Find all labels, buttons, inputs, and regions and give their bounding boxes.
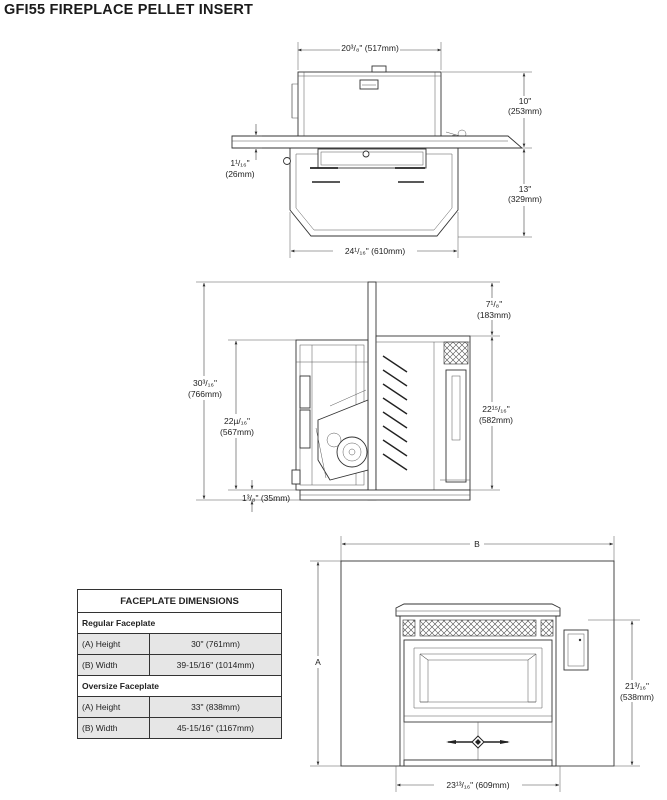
blower-wheel-icon xyxy=(336,436,368,468)
front-grille xyxy=(419,619,537,637)
row-value: 33" (838mm) xyxy=(148,696,283,718)
total-height-mm: (766mm) xyxy=(188,389,222,399)
front-view: B A xyxy=(310,536,656,792)
depth-front-inches: 13" xyxy=(519,184,531,194)
row-name: (B) Width xyxy=(77,654,150,676)
top-view: 20³/₈" (517mm) xyxy=(225,42,544,258)
front-door-top xyxy=(317,148,427,169)
top-width-label: 20³/₈" (517mm) xyxy=(341,43,399,53)
table-row: (B) Width 45-15/16" (1167mm) xyxy=(77,717,283,739)
depth-front-mm: (329mm) xyxy=(508,194,542,204)
front-top-cap xyxy=(395,603,561,617)
front-height-mm: (538mm) xyxy=(620,692,654,702)
control-diamond-icon xyxy=(471,735,485,749)
side-door-panel xyxy=(445,369,467,483)
front-height-inches: 21³/₁₆" xyxy=(625,681,649,691)
base-height-label: 1³/₈" (35mm) xyxy=(242,493,290,503)
total-height-inches: 30³/₁₆" xyxy=(193,378,217,388)
faceplate-dimensions-table: FACEPLATE DIMENSIONS Regular Faceplate (… xyxy=(77,589,283,739)
side-grille xyxy=(443,341,469,365)
side-view: 30³/₁₆" (766mm) 22µ/₁₆" (567mm) 1³/₈" (3… xyxy=(184,281,518,512)
front-height-mm: (582mm) xyxy=(479,415,513,425)
faceplate-width-letter: B xyxy=(474,539,480,549)
front-firebox-outline xyxy=(289,147,459,237)
faceplate-thickness-mm: (26mm) xyxy=(225,169,254,179)
front-bottom-width-label: 23¹³/₁₆" (609mm) xyxy=(446,780,509,790)
page-title: GFI55 FIREPLACE PELLET INSERT xyxy=(4,2,254,18)
front-width-label: 24¹/₁₆" (610mm) xyxy=(345,246,405,256)
row-value: 39-15/16" (1014mm) xyxy=(148,654,283,676)
front-door xyxy=(403,639,553,723)
oversize-faceplate-label: Oversize Faceplate xyxy=(77,675,282,697)
body-height-mm: (567mm) xyxy=(220,427,254,437)
table-row: (A) Height 30" (761mm) xyxy=(77,633,283,655)
top-offset-inches: 7¹/₈" xyxy=(486,299,502,309)
faceplate-height-letter: A xyxy=(315,657,321,667)
row-name: (A) Height xyxy=(77,633,150,655)
side-louvers xyxy=(382,355,408,471)
depth-back-inches: 10" xyxy=(519,96,531,106)
regular-faceplate-label: Regular Faceplate xyxy=(77,612,282,634)
door-latch-icon xyxy=(362,150,370,158)
logo-badge xyxy=(359,79,379,90)
body-height-inches: 22µ/₁₆" xyxy=(224,416,250,426)
row-name: (A) Height xyxy=(77,696,150,718)
front-height-inches: 22¹⁵/₁₆" xyxy=(482,404,509,414)
side-knob-icon xyxy=(283,157,291,165)
faceplate-thickness-inches: 1¹/₁₆" xyxy=(230,158,249,168)
row-value: 45-15/16" (1167mm) xyxy=(148,717,283,739)
row-name: (B) Width xyxy=(77,717,150,739)
top-offset-mm: (183mm) xyxy=(477,310,511,320)
top-faceplate xyxy=(231,135,524,149)
side-faceplate xyxy=(367,281,377,501)
control-panel xyxy=(563,629,589,671)
table-heading: FACEPLATE DIMENSIONS xyxy=(77,589,282,613)
table-row: (B) Width 39-15/16" (1014mm) xyxy=(77,654,283,676)
depth-back-mm: (253mm) xyxy=(508,106,542,116)
row-value: 30" (761mm) xyxy=(148,633,283,655)
table-row: (A) Height 33" (838mm) xyxy=(77,696,283,718)
